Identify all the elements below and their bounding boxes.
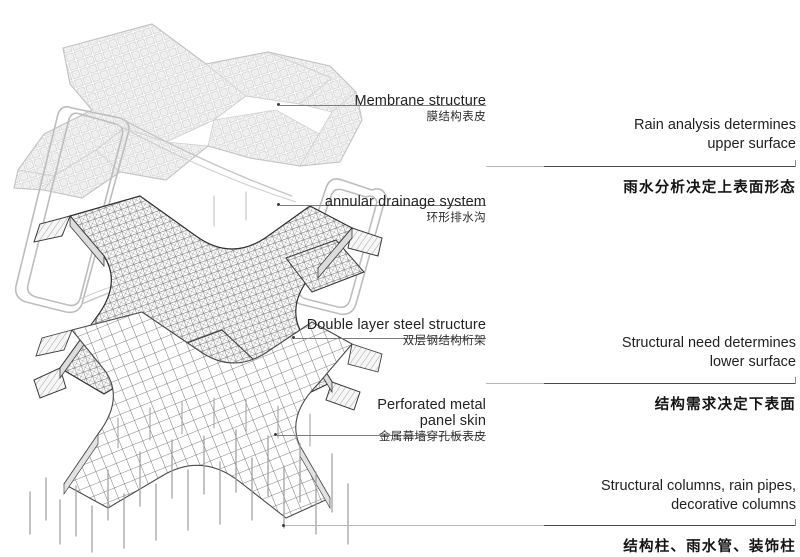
callout-membrane-cn: 膜结构表皮 xyxy=(426,111,486,124)
divider-upper-dark xyxy=(544,166,796,167)
callout-panel-cn: 金属幕墙穿孔板表皮 xyxy=(378,431,486,444)
summary-columns: Structural columns, rain pipes, decorati… xyxy=(526,477,796,515)
leader-dot-membrane xyxy=(277,103,280,106)
summary-lower-cn-block: 结构需求决定下表面 xyxy=(526,387,796,415)
callout-panel-en-line2: panel skin xyxy=(419,413,486,430)
perforated-metal-panel-layer xyxy=(35,311,383,519)
summary-upper-cn: 雨水分析决定上表面形态 xyxy=(623,180,796,196)
leader-line-drainage xyxy=(280,205,486,206)
divider-lower-light xyxy=(486,383,544,384)
membrane-mesh-layer xyxy=(13,23,363,199)
callout-membrane: Membrane structure 膜结构表皮 xyxy=(246,93,486,124)
divider-upper-light xyxy=(486,166,544,167)
divider-lower-dark xyxy=(544,383,796,384)
divider-lower-tick xyxy=(795,377,796,384)
summary-columns-en-line1: Structural columns, rain pipes, xyxy=(600,478,796,494)
summary-columns-cn: 结构柱、雨水管、装饰柱 xyxy=(623,539,796,555)
callout-steel-en: Double layer steel structure xyxy=(306,317,486,333)
callout-drainage-en: annular drainage system xyxy=(324,194,486,210)
summary-upper-cn-block: 雨水分析决定上表面形态 xyxy=(526,170,796,198)
summary-upper-en-line1: Rain analysis determines xyxy=(634,117,796,133)
summary-columns-en-line2: decorative columns xyxy=(671,496,796,513)
callout-steel: Double layer steel structure 双层钢结构桁架 xyxy=(246,317,486,348)
summary-lower-en-line2: lower surface xyxy=(709,353,796,370)
callout-panel: Perforated metal panel skin 金属幕墙穿孔板表皮 xyxy=(246,397,486,444)
leader-line-steel xyxy=(295,338,486,339)
divider-columns-dark xyxy=(544,525,796,526)
callout-drainage-cn: 环形排水沟 xyxy=(426,212,486,225)
leader-line-panel xyxy=(277,435,486,436)
divider-columns-tick xyxy=(795,519,796,526)
summary-lower-cn: 结构需求决定下表面 xyxy=(654,397,796,413)
callout-steel-cn: 双层钢结构桁架 xyxy=(402,335,486,348)
structural-column-layer xyxy=(29,191,349,553)
callout-drainage: annular drainage system 环形排水沟 xyxy=(246,194,486,225)
callout-panel-en-line1: Perforated metal xyxy=(377,397,486,413)
leader-dot-panel xyxy=(274,433,277,436)
divider-upper-tick xyxy=(795,160,796,167)
summary-lower-surface: Structural need determines lower surface xyxy=(526,334,796,372)
leader-dot-drainage xyxy=(277,203,280,206)
callout-membrane-en: Membrane structure xyxy=(354,93,486,109)
summary-lower-en-line1: Structural need determines xyxy=(621,335,796,351)
divider-columns-light xyxy=(285,525,544,526)
leader-dot-steel xyxy=(292,336,295,339)
leader-line-membrane xyxy=(280,105,486,106)
leader-dot-columns xyxy=(282,524,285,527)
summary-upper-en-line2: upper surface xyxy=(707,135,796,152)
summary-columns-cn-block: 结构柱、雨水管、装饰柱 xyxy=(526,529,796,557)
summary-upper-surface: Rain analysis determines upper surface xyxy=(526,116,796,154)
